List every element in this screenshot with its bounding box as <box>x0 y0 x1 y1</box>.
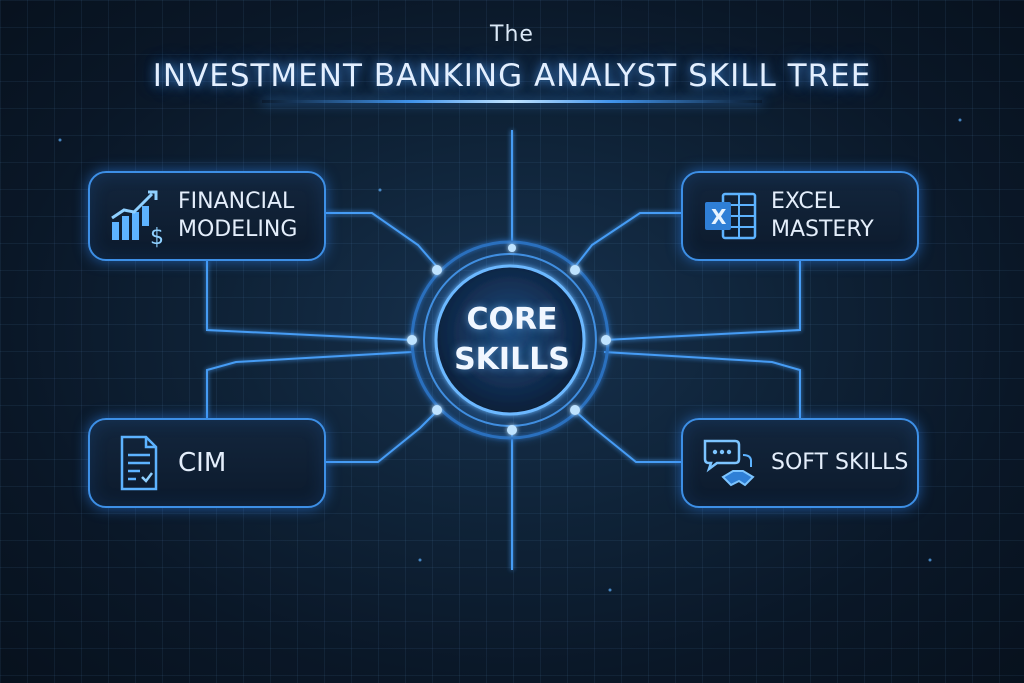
node-label: SOFT SKILLS <box>771 449 908 477</box>
svg-text:X: X <box>711 205 727 229</box>
core-node <box>434 264 586 416</box>
core-label-line: CORE <box>466 302 558 337</box>
junction-dot <box>407 335 417 345</box>
node-label-line: EXCEL <box>771 189 840 214</box>
chat-handshake-icon <box>703 439 755 487</box>
skill-node-excel-mastery[interactable]: X EXCEL MASTERY <box>681 171 919 261</box>
connector-cim <box>326 409 439 463</box>
skill-node-soft-skills[interactable]: SOFT SKILLS <box>681 418 919 508</box>
sparkle <box>928 558 932 562</box>
node-label-line: FINANCIAL <box>178 189 295 214</box>
connector-cim-loop <box>206 351 413 418</box>
node-label-line: MODELING <box>178 217 298 242</box>
junction-dot <box>432 405 442 415</box>
node-label: CIM <box>178 449 226 477</box>
junction-dot <box>601 335 611 345</box>
junction-dot <box>508 244 516 252</box>
junction-dot <box>507 425 517 435</box>
sparkle <box>378 188 382 192</box>
junction-dot <box>570 405 580 415</box>
node-label-line: CIM <box>178 448 227 478</box>
sparkle <box>58 138 62 142</box>
node-label-line: MASTERY <box>771 217 874 242</box>
skill-node-cim[interactable]: CIM <box>88 418 326 508</box>
page-title: INVESTMENT BANKING ANALYST SKILL TREE <box>152 58 872 94</box>
skill-node-financial-modeling[interactable]: $ FINANCIAL MODELING <box>88 171 326 261</box>
sparkle <box>608 588 612 592</box>
connector-soft-skills <box>573 409 681 463</box>
connector-financial-modeling-loop <box>206 261 413 341</box>
title-prefix: The <box>490 22 534 47</box>
junction-dot <box>432 265 442 275</box>
node-label-line: SOFT SKILLS <box>771 450 909 475</box>
junction-dot <box>570 265 580 275</box>
excel-spreadsheet-icon: X <box>705 192 757 240</box>
svg-text:$: $ <box>150 225 164 248</box>
bar-chart-dollar-icon: $ <box>111 190 164 248</box>
core-label-line: SKILLS <box>454 342 570 377</box>
connector-excel-mastery-loop <box>603 261 801 341</box>
node-label: EXCEL MASTERY <box>771 188 874 244</box>
sparkle <box>958 118 962 122</box>
core-skills-label: CORE SKILLS <box>430 300 594 380</box>
sparkle <box>418 558 422 562</box>
title-underline-glow <box>262 100 762 103</box>
connector-excel-mastery <box>573 212 681 269</box>
document-icon <box>120 435 158 491</box>
connector-soft-skills-loop <box>603 351 801 418</box>
connector-financial-modeling <box>326 212 439 269</box>
node-label: FINANCIAL MODELING <box>178 188 297 244</box>
